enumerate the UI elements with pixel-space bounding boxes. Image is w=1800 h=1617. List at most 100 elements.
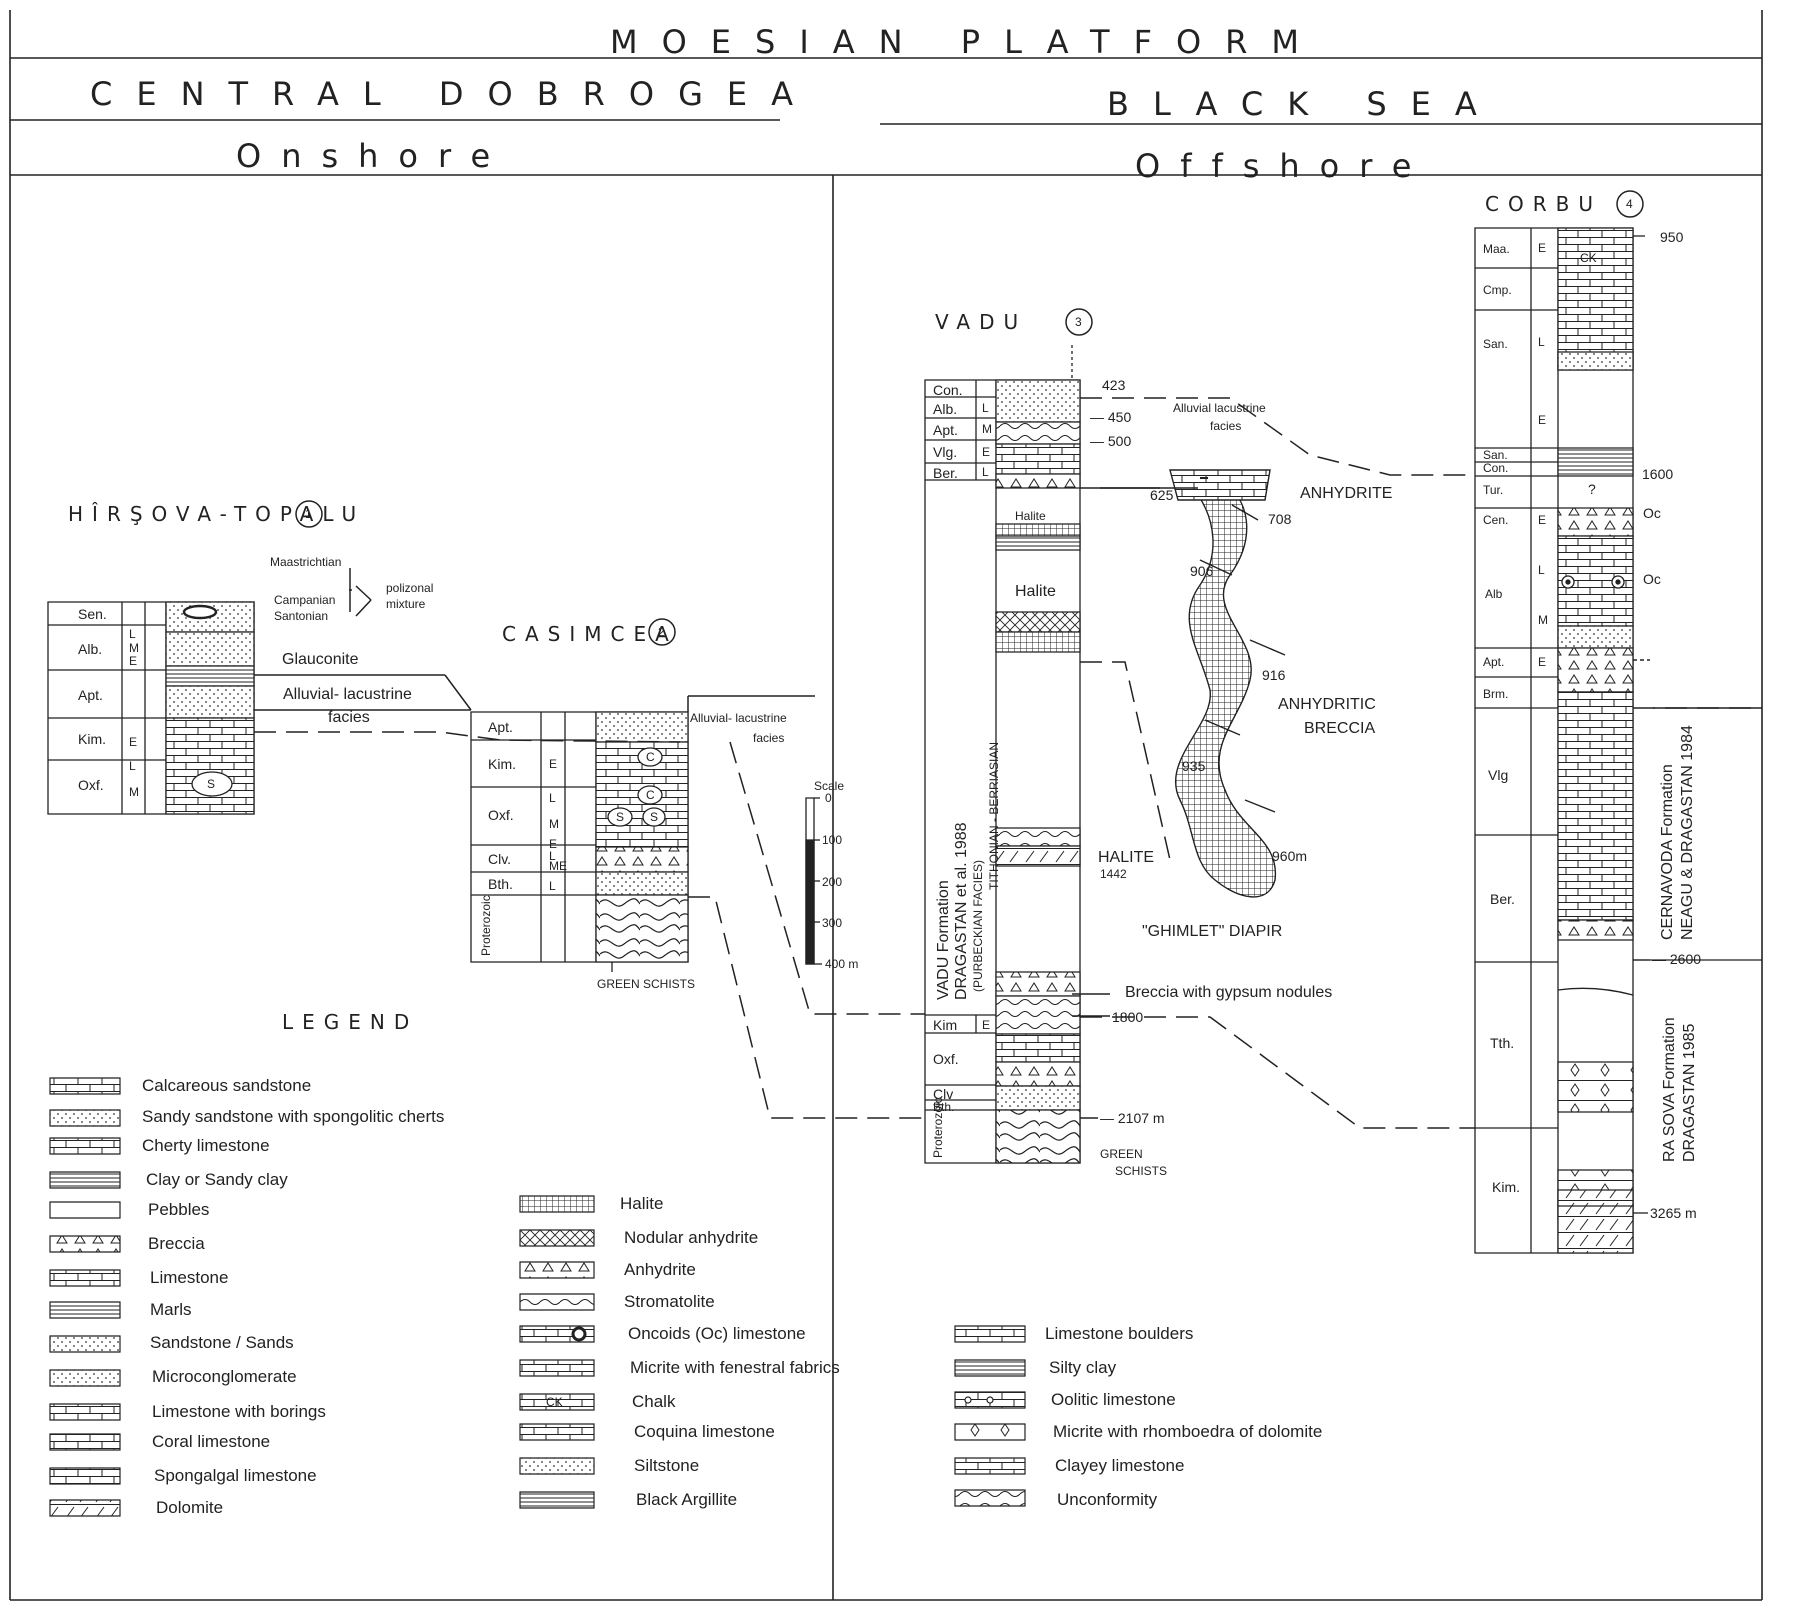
vadu-stage: Con. [933, 382, 963, 398]
casimcea-lith-c: C [646, 750, 655, 764]
corbu-stage: Vlg [1488, 767, 1509, 783]
legend-item-unconformity: Unconformity [1057, 1490, 1158, 1509]
casimcea-alluvial-2: facies [753, 731, 785, 745]
casimcea-number: 2 [658, 625, 665, 639]
hirsova-number: 1 [305, 507, 312, 521]
corbu-oc-2: Oc [1643, 571, 1661, 587]
vadu-green-2: SCHISTS [1115, 1164, 1168, 1178]
corbu-sub: L [1538, 563, 1545, 577]
scale-tick-300: 300 [822, 916, 843, 930]
legend-title: LEGEND [282, 1010, 419, 1034]
corbu-stage: Maa. [1483, 242, 1510, 256]
legend-item-limestone-borings: Limestone with borings [152, 1402, 326, 1421]
casimcea-alluvial-1: Alluvial- lacustrine [690, 711, 787, 725]
corbu-stage: Alb [1485, 587, 1503, 601]
legend-item-limestone: Limestone [150, 1268, 229, 1287]
vadu-depth-1800: 1800 [1112, 1009, 1144, 1025]
correlation-lines [254, 398, 1762, 1128]
legend-item-calcareous-sandstone: Calcareous sandstone [142, 1076, 312, 1095]
casimcea-stage: Bth. [488, 876, 513, 892]
vadu-halite-mid: Halite [1015, 583, 1056, 600]
vadu-sub: M [982, 422, 992, 436]
corbu-question: ? [1588, 481, 1596, 497]
site-markers [296, 191, 1643, 645]
corbu-stage: Tth. [1490, 1035, 1515, 1051]
corbu-depth-2600: — 2600 [1652, 951, 1702, 967]
hirsova-sub: L [129, 759, 136, 773]
casimcea-sub: E [549, 837, 558, 851]
corbu-stage: San. [1483, 337, 1508, 351]
hirsova-column [48, 602, 254, 814]
label-alluvial-1: Alluvial- lacustrine [283, 686, 412, 703]
vadu-sub: L [982, 401, 989, 415]
corbu-sub: E [1538, 655, 1547, 669]
legend-item-marls: Marls [150, 1300, 192, 1319]
corbu-rasova-2: DRAGASTAN 1985 [1681, 1023, 1698, 1162]
header-central-dobrogea: CENTRAL DOBROGEA [90, 75, 817, 113]
vadu-depth-423: 423 [1102, 377, 1126, 393]
corbu-ck: CK [1580, 251, 1597, 265]
corbu-stage: Kim. [1492, 1179, 1520, 1195]
casimcea-sub: M [549, 817, 559, 831]
diapir-depth: 906 [1190, 563, 1214, 579]
legend-chalk-ck: CK [546, 1395, 563, 1409]
vadu-number: 3 [1075, 315, 1082, 329]
vadu-depth-2107: — 2107 m [1100, 1110, 1165, 1126]
vadu-stage: Vlg. [933, 444, 958, 460]
casimcea-sub: L [549, 879, 556, 893]
frame [10, 10, 1762, 1600]
casimcea-lith-c: C [646, 788, 655, 802]
vadu-green-1: GREEN [1100, 1147, 1143, 1161]
legend-item-stromatolite: Stromatolite [624, 1292, 715, 1311]
site-marker-4 [1617, 191, 1643, 217]
corbu-depth-3265: 3265 m [1650, 1205, 1697, 1221]
vadu-stage: Bth. [933, 1100, 955, 1114]
vadu-sub: E [982, 445, 991, 459]
casimcea-sub: L [549, 849, 556, 863]
scale-tick-0: 0 [825, 791, 832, 805]
casimcea-lith-s: S [650, 810, 659, 824]
vadu-depth-500: — 500 [1090, 433, 1132, 449]
legend-item-coral-limestone: Coral limestone [152, 1432, 271, 1451]
corbu-rasova-1: RA SOVA Formation [1661, 1017, 1678, 1162]
hirsova-lith-s: S [207, 777, 216, 791]
casimcea-sub: E [559, 859, 568, 873]
legend-item-microconglomerate: Microconglomerate [152, 1367, 297, 1386]
casimcea-stage: Oxf. [488, 807, 514, 823]
legend-item-anhydrite: Anhydrite [624, 1260, 696, 1279]
diapir-anhydritic-2: BRECCIA [1304, 720, 1376, 737]
legend-item-pebbles: Pebbles [148, 1200, 210, 1219]
diapir-halite-depth: 1442 [1100, 867, 1127, 881]
hirsova-stage-apt: Apt. [78, 687, 103, 703]
corbu-sub: E [1538, 513, 1547, 527]
scale-bar [806, 798, 822, 964]
corbu-oc-1: Oc [1643, 505, 1661, 521]
hirsova-sub: L [129, 627, 136, 641]
vadu-stage: Kim [933, 1017, 958, 1033]
hirsova-stage-sen: Sen. [78, 606, 107, 622]
legend-item-clayey-limestone: Clayey limestone [1055, 1456, 1185, 1475]
casimcea-sub: M [549, 859, 559, 873]
hirsova-sub: E [129, 654, 138, 668]
casimcea-column [471, 712, 688, 972]
vadu-sub: L [982, 465, 989, 479]
legend-item-oncoids: Oncoids (Oc) limestone [628, 1324, 806, 1343]
scale-tick-400: 400 m [825, 957, 859, 971]
diapir-depth: 935 [1182, 758, 1206, 774]
vadu-formation-3: (PURBECKIAN FACIES) [971, 859, 985, 992]
legend-item-cherty-limestone: Cherty limestone [142, 1136, 270, 1155]
corbu-depth-1600: 1600 [1642, 466, 1674, 482]
header-black-sea: BLACK SEA [1107, 85, 1501, 123]
legend-item-dolomite: Dolomite [156, 1498, 224, 1517]
site-marker-2 [649, 619, 675, 645]
legend-item-halite: Halite [620, 1194, 664, 1213]
legend-item-breccia: Breccia [148, 1234, 205, 1253]
casimcea-lith-s: S [616, 810, 625, 824]
diapir-depth: 708 [1268, 511, 1292, 527]
diapir-anhydrite: ANHYDRITE [1300, 485, 1393, 502]
corbu-stage: Brm. [1483, 687, 1509, 701]
label-mixture: mixture [386, 597, 426, 611]
diapir-anhydritic-1: ANHYDRITIC [1278, 696, 1376, 713]
